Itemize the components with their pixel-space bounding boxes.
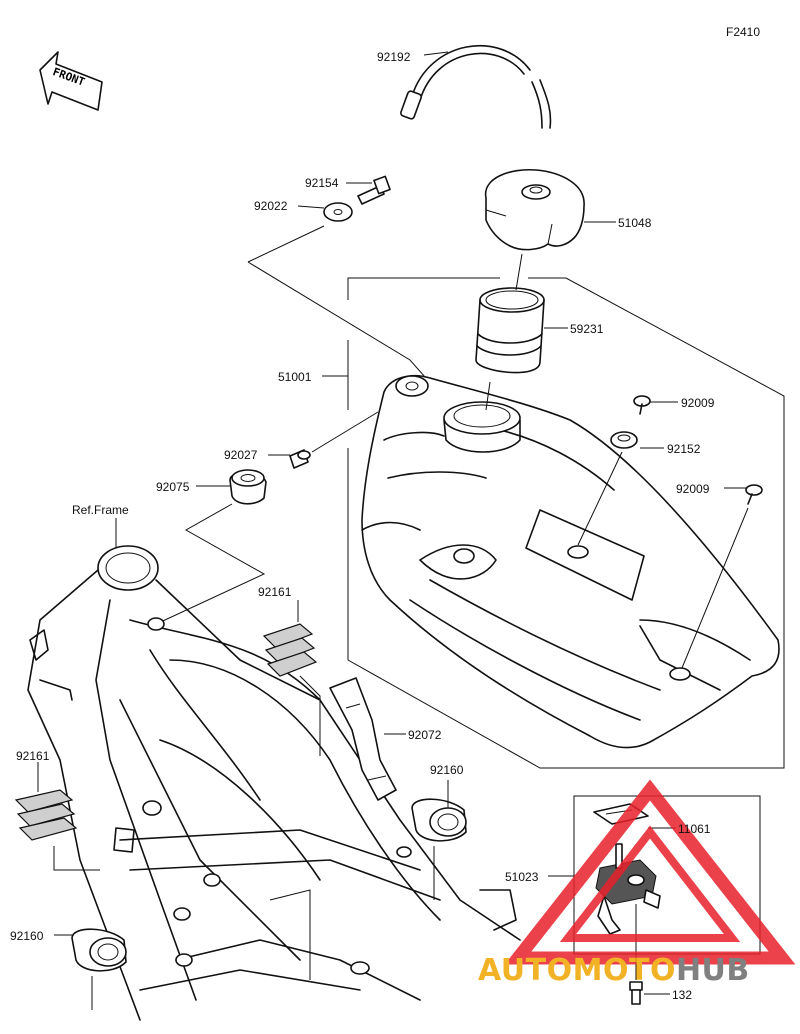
label-51048: 51048: [618, 216, 652, 230]
label-92161-upper: 92161: [258, 585, 292, 599]
label-92027: 92027: [224, 448, 258, 462]
label-51001: 51001: [278, 370, 312, 384]
front-arrow-icon: FRONT: [39, 51, 103, 111]
label-92009-upper: 92009: [681, 396, 715, 410]
damper-92160-left: [54, 889, 311, 1010]
label-92075: 92075: [156, 480, 190, 494]
screw-92009-upper: [633, 395, 678, 415]
bolt-92154: [346, 175, 391, 205]
label-132: 132: [672, 988, 692, 1002]
grommet-92152: [577, 431, 664, 546]
damper-92161-lower: [14, 762, 100, 871]
label-92160-right: 92160: [430, 763, 464, 777]
label-92192: 92192: [377, 50, 411, 64]
label-11061: 11061: [678, 822, 711, 836]
label-92154: 92154: [305, 176, 339, 190]
label-92009-lower: 92009: [676, 482, 710, 496]
label-51023: 51023: [505, 870, 539, 884]
svg-text:AUTOMOTOHUB: AUTOMOTOHUB: [478, 953, 750, 988]
damper-92160-right: [411, 780, 467, 900]
damper-92075: [151, 469, 267, 627]
screw-92009-lower: [681, 484, 763, 669]
label-92072: 92072: [408, 728, 442, 742]
ref-frame-label: Ref.Frame: [72, 503, 129, 517]
bolt-132: [629, 981, 670, 1005]
label-92160-left: 92160: [10, 929, 44, 943]
fuel-tank: [361, 374, 780, 749]
label-92152: 92152: [667, 442, 701, 456]
breather-hose: [400, 45, 552, 129]
filler-neck: [475, 253, 568, 374]
band-92072: [329, 677, 406, 801]
warning-triangle-icon: [504, 779, 796, 965]
washer-92022: [297, 202, 353, 222]
watermark-suffix: HUB: [676, 953, 750, 988]
collar-92027: [268, 411, 379, 469]
part-labels: 92192 92154 92022 51048 59231 51001 9200…: [10, 50, 715, 1002]
watermark-prefix: AUTOMOTO: [478, 953, 676, 988]
fuel-cap: [485, 168, 616, 251]
label-92161-lower: 92161: [16, 749, 50, 763]
watermark-logo: AUTOMOTOHUB: [478, 779, 796, 988]
label-92022: 92022: [254, 199, 288, 213]
figure-code: F2410: [726, 25, 760, 39]
label-59231: 59231: [570, 322, 604, 336]
damper-92161-upper: [262, 600, 321, 756]
